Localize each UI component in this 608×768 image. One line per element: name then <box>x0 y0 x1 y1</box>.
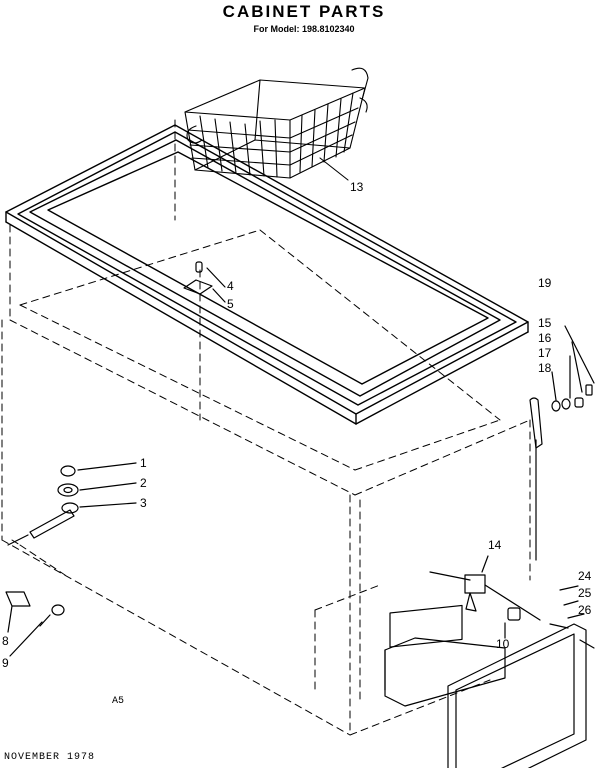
callout-16: 16 <box>538 331 552 345</box>
callout-9: 9 <box>2 656 9 670</box>
print-date: NOVEMBER 1978 <box>4 752 96 763</box>
grille-panel <box>384 585 595 768</box>
callout-14: 14 <box>488 538 502 552</box>
wire-basket <box>184 67 369 181</box>
leg-parts <box>5 591 65 657</box>
lid-stop-parts <box>183 261 226 303</box>
callout-18: 18 <box>538 361 552 375</box>
callout-4: 4 <box>227 279 234 293</box>
bracket-part <box>429 555 541 621</box>
lid-frame <box>5 124 529 425</box>
callout-8: 8 <box>2 634 9 648</box>
view-code: A5 <box>112 696 125 707</box>
callout-13: 13 <box>350 180 364 194</box>
callout-17: 17 <box>538 346 552 360</box>
callout-26: 26 <box>578 603 592 617</box>
drain-parts <box>7 462 137 546</box>
callout-1: 1 <box>140 456 147 470</box>
callout-5: 5 <box>227 297 234 311</box>
callout-15: 15 <box>538 316 552 330</box>
callout-2: 2 <box>140 476 147 490</box>
latch-parts <box>529 325 595 561</box>
callout-3: 3 <box>140 496 147 510</box>
callout-19: 19 <box>538 276 552 290</box>
callout-25: 25 <box>578 586 592 600</box>
callout-24: 24 <box>578 569 592 583</box>
model-number: For Model: 198.8102340 <box>253 24 355 34</box>
callout-10: 10 <box>496 637 510 651</box>
cabinet-body-outline <box>1 119 531 736</box>
diagram-title: CABINET PARTS <box>222 2 386 21</box>
